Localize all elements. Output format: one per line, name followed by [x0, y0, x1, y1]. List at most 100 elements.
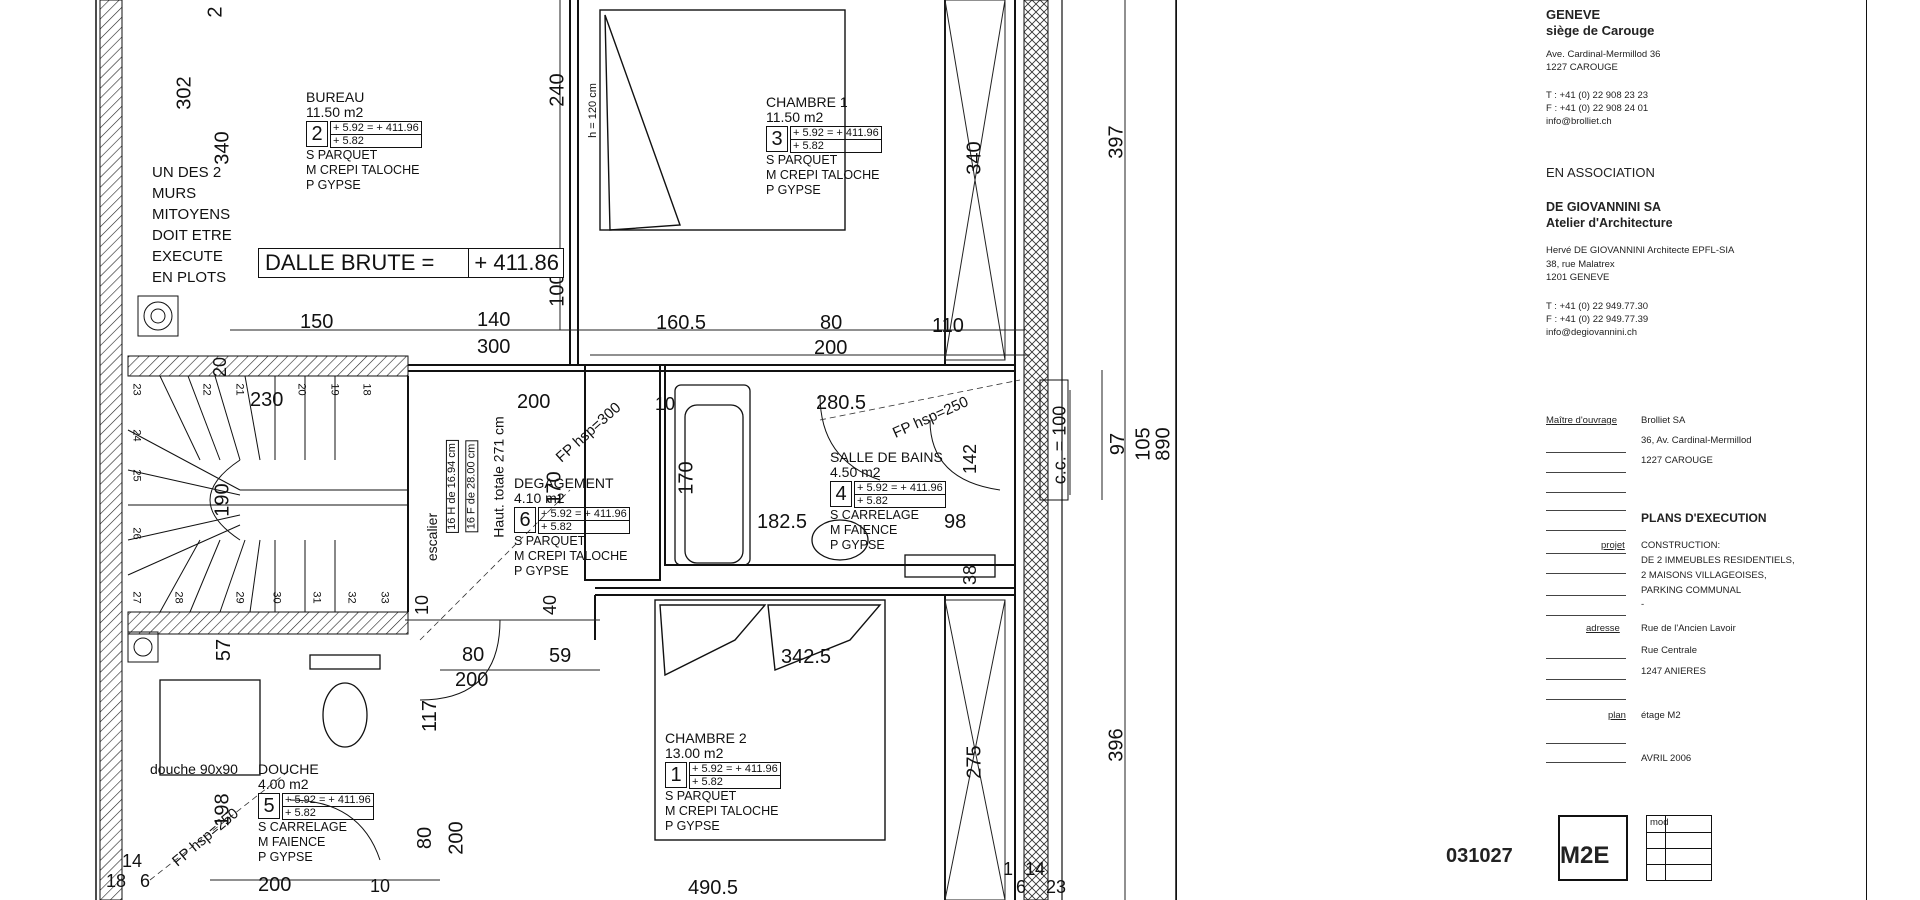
dim-240: 240	[546, 73, 569, 107]
partner-address-1: 38, rue Malatrex	[1546, 259, 1615, 270]
dim-6b: 6	[1016, 877, 1027, 897]
dim-340: 340	[211, 131, 234, 165]
room-area: 11.50 m2	[766, 108, 824, 125]
dim-230: 230	[250, 389, 284, 411]
note-line: EXECUTE	[152, 248, 223, 265]
left-party-wall	[99, 0, 123, 900]
room-ceiling: P GYPSE	[514, 564, 569, 579]
room-floor: S PARQUET	[306, 148, 378, 163]
title-block: GENEVE siège de Carouge Ave. Cardinal-Me…	[1446, 0, 1920, 900]
projet-line-5: -	[1641, 599, 1645, 610]
dim-150: 150	[300, 311, 334, 333]
step-20: 20	[295, 383, 308, 396]
note-line: MITOYENS	[152, 206, 231, 223]
office-address-1: Ave. Cardinal-Mermillod 36	[1546, 49, 1661, 60]
office-email: info@brolliet.ch	[1546, 116, 1612, 127]
room-floor: S CARRELAGE	[258, 820, 347, 835]
step-21: 21	[233, 383, 246, 396]
level-finished: + 5.92 = + 411.96	[854, 481, 946, 495]
room-number: 4	[830, 481, 852, 508]
dim-14: 14	[122, 851, 143, 871]
dim-20: 20	[210, 356, 231, 378]
dim-200: 200	[814, 337, 848, 359]
room-number: 6	[514, 507, 536, 534]
office-subtitle: siège de Carouge	[1546, 23, 1655, 38]
dim-340b: 340	[963, 141, 986, 175]
room-ceiling: P GYPSE	[306, 178, 361, 193]
note-line: UN DES 2	[152, 164, 222, 181]
rule	[1546, 595, 1626, 596]
drawing-number: 031027	[1446, 845, 1513, 867]
fixtures	[127, 295, 1069, 663]
rule	[1546, 553, 1626, 554]
dim-80b: 80	[462, 644, 485, 666]
dim-302: 302	[173, 76, 196, 110]
dim-140: 140	[477, 309, 511, 331]
dalle-brute-label: DALLE BRUTE = + 411.86	[258, 248, 564, 278]
dim-57: 57	[213, 638, 236, 662]
level-finished: + 5.92 = + 411.96	[689, 762, 781, 776]
mod-label: mod	[1650, 817, 1669, 828]
room-floor: S PARQUET	[514, 534, 586, 549]
room-ceiling: P GYPSE	[665, 819, 720, 834]
stair-spec-2: 16 F de 28.00 cm	[465, 440, 479, 533]
dim-142: 142	[960, 443, 981, 475]
sheet-border-right	[1866, 0, 1867, 900]
dim-10c: 10	[370, 876, 391, 896]
step-32: 32	[345, 591, 358, 604]
step-30: 30	[270, 591, 283, 604]
note-line: MURS	[152, 185, 197, 202]
dim-182-5: 182.5	[757, 511, 808, 533]
rule	[1546, 472, 1626, 473]
partner-architect: Hervé DE GIOVANNINI Architecte EPFL-SIA	[1546, 245, 1735, 256]
step-26: 26	[130, 527, 143, 540]
step-28: 28	[172, 591, 185, 604]
room-number: 3	[766, 126, 788, 153]
room-salle-de-bains: SALLE DE BAINS 4.50 m2 4+ 5.92 = + 411.9…	[830, 450, 946, 553]
step-31: 31	[310, 591, 323, 604]
room-levels: + 5.92 = + 411.96+ 5.82	[538, 507, 630, 535]
adresse-line-2: Rue Centrale	[1641, 645, 1697, 656]
room-floor: S CARRELAGE	[830, 508, 919, 523]
step-23: 23	[130, 383, 143, 396]
step-24: 24	[130, 429, 143, 442]
dim-200d: 200	[445, 821, 468, 855]
room-ceiling: P GYPSE	[766, 183, 821, 198]
stair-top-wall	[127, 355, 409, 377]
right-facade-wall	[1023, 0, 1049, 900]
dim-396: 396	[1105, 728, 1128, 762]
beds	[599, 9, 886, 841]
plan-date: AVRIL 2006	[1641, 753, 1692, 764]
dim-117: 117	[418, 700, 441, 732]
dim-10b: 10	[412, 594, 433, 616]
room-name: CHAMBRE 2	[665, 730, 747, 746]
room-ceiling: P GYPSE	[830, 538, 885, 553]
room-chambre-1: CHAMBRE 1 11.50 m2 3+ 5.92 = + 411.96+ 5…	[766, 95, 882, 198]
room-number: 2	[306, 121, 328, 148]
step-27: 27	[130, 591, 143, 604]
escalier-label: escalier	[424, 512, 441, 562]
room-number: 1	[665, 762, 687, 789]
note-line: DOIT ETRE	[152, 227, 232, 244]
step-19: 19	[328, 383, 341, 396]
room-name: SALLE DE BAINS	[830, 449, 943, 465]
level-raw: + 5.82	[282, 806, 374, 821]
dim-23: 23	[1046, 877, 1067, 897]
projet-line-4: PARKING COMMUNAL	[1641, 585, 1742, 596]
shower	[159, 654, 381, 776]
step-29: 29	[233, 591, 246, 604]
label-adresse: adresse	[1586, 623, 1620, 634]
dalle-value: + 411.86	[468, 249, 559, 277]
dim-80: 80	[820, 312, 843, 334]
note-line: EN PLOTS	[152, 269, 227, 286]
dim-200b: 200	[517, 391, 551, 413]
h120-note: h = 120 cm	[586, 83, 599, 138]
room-name: DEGAGEMENT	[514, 475, 614, 491]
stair-treads	[127, 375, 408, 613]
note-mitoyens: UN DES 2 MURS MITOYENS DOIT ETRE EXECUTE…	[152, 162, 232, 288]
wardrobes	[944, 0, 1006, 900]
projet-line-3: 2 MAISONS VILLAGEOISES,	[1641, 570, 1767, 581]
dim-6: 6	[140, 871, 151, 891]
section-lines	[149, 379, 1021, 881]
level-finished: + 5.92 = + 411.96	[790, 126, 882, 140]
